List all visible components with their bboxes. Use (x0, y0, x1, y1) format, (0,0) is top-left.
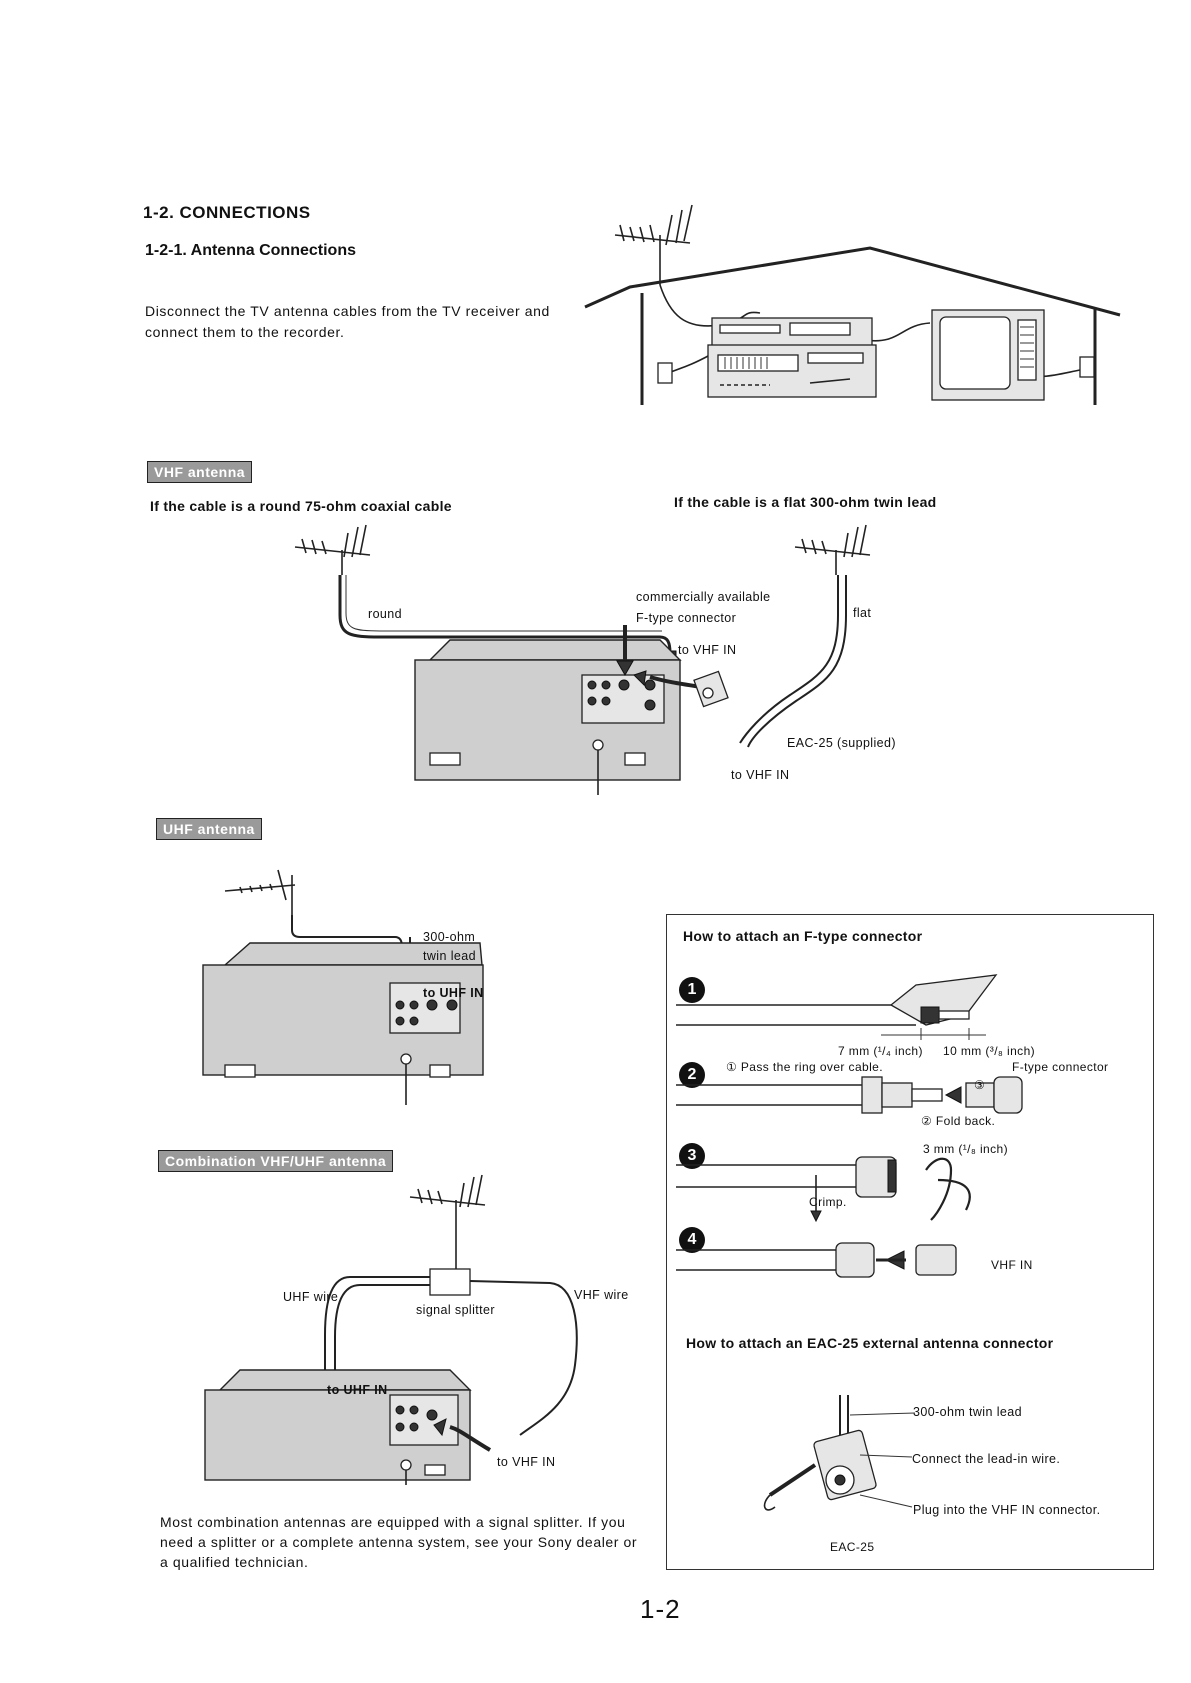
vhf-antenna-tag: VHF antenna (147, 461, 253, 483)
uhf-diagram (202, 869, 484, 1105)
label-vhf-wire: VHF wire (574, 1288, 629, 1302)
label-pass-ring: ① Pass the ring over cable. (726, 1060, 883, 1074)
label-uhf-wire: UHF wire (283, 1290, 339, 1304)
splitter-box (429, 1268, 471, 1296)
label-to-vhf-in-bottom: to VHF IN (731, 768, 790, 782)
intro-text: Disconnect the TV antenna cables from th… (145, 303, 550, 340)
house-illustration (584, 204, 1121, 405)
antenna-icon (224, 869, 296, 915)
label-to-uhf-in: to UHF IN (423, 986, 484, 1000)
uhf-antenna-tag: UHF antenna (156, 818, 262, 840)
label-commercial-1: commercially available (636, 590, 771, 604)
label-fold-back: ② Fold back. (921, 1114, 996, 1128)
step-2-badge: 2 (679, 1062, 705, 1088)
label-ftype-connector: F-type connector (1012, 1060, 1109, 1074)
eac-title: How to attach an EAC-25 external antenna… (686, 1335, 1054, 1351)
label-eac-lead: 300-ohm twin lead (913, 1405, 1022, 1419)
ftype-instruction-box (666, 914, 1154, 1570)
antenna-icon (614, 204, 693, 285)
label-eac-name: EAC-25 (830, 1540, 875, 1554)
section-title: 1-2. CONNECTIONS (143, 203, 311, 222)
combo-note: Most combination antennas are equipped w… (160, 1514, 638, 1570)
label-step4-vhf-in: VHF IN (991, 1258, 1033, 1272)
step-1-badge: 1 (679, 977, 705, 1003)
label-commercial-2: F-type connector (636, 611, 737, 625)
label-flat: flat (853, 606, 872, 620)
label-uhf-lead-1: 300-ohm (423, 930, 476, 944)
ftype-title: How to attach an F-type connector (683, 928, 923, 944)
label-step2-num3: ③ (974, 1078, 986, 1092)
label-signal-splitter: signal splitter (416, 1303, 495, 1317)
page-number: 1-2 (640, 1594, 681, 1624)
vhf-round-heading: If the cable is a round 75-ohm coaxial c… (150, 498, 452, 514)
label-dim-10mm: 10 mm (³/₈ inch) (943, 1044, 1036, 1058)
vhf-diagram (294, 524, 871, 795)
combo-diagram (204, 1174, 578, 1485)
label-uhf-lead-2: twin lead (423, 949, 476, 963)
label-dim-7mm: 7 mm (¹/₄ inch) (838, 1044, 923, 1058)
section-subtitle: 1-2-1. Antenna Connections (145, 242, 356, 259)
antenna-icon (794, 524, 871, 575)
step-4-badge: 4 (679, 1227, 705, 1253)
label-round: round (368, 607, 402, 621)
vhf-flat-heading: If the cable is a flat 300-ohm twin lead (674, 494, 937, 510)
label-eac25: EAC-25 (supplied) (787, 736, 896, 750)
label-combo-to-uhf-in: to UHF IN (327, 1383, 388, 1397)
label-to-vhf-in-top: to VHF IN (678, 643, 737, 657)
label-eac-connect: Connect the lead-in wire. (912, 1452, 1061, 1466)
label-combo-to-vhf-in: to VHF IN (497, 1455, 556, 1469)
antenna-icon (294, 524, 371, 575)
label-eac-plug: Plug into the VHF IN connector. (913, 1503, 1101, 1517)
ftype-steps-diagram (676, 974, 1023, 1278)
label-dim-3mm: 3 mm (¹/₈ inch) (923, 1142, 1008, 1156)
antenna-icon (409, 1174, 486, 1275)
label-crimp: Crimp. (809, 1195, 847, 1209)
eac25-diagram (763, 1395, 916, 1511)
combo-antenna-tag: Combination VHF/UHF antenna (158, 1150, 394, 1172)
